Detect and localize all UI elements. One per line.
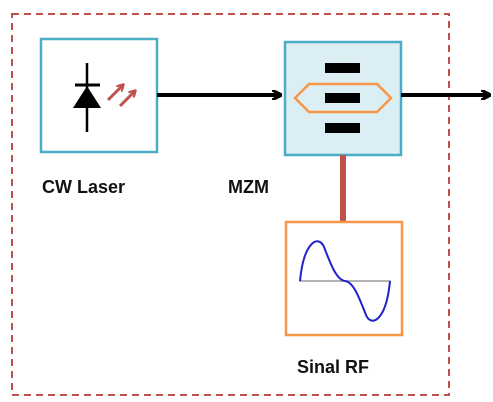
rf-source-label: Sinal RF [297, 357, 369, 377]
mach-zehnder-modulator-icon [293, 63, 393, 133]
laser-diode-icon [73, 63, 135, 132]
system-boundary [11, 13, 450, 396]
photon-arrow [106, 85, 123, 102]
mzm-block [283, 40, 403, 157]
cw-laser-box [39, 37, 159, 154]
sine-wave-icon [299, 240, 391, 322]
rf-source-block [284, 220, 404, 337]
cw-laser-label: CW Laser [42, 177, 125, 197]
cw-laser-block [39, 37, 159, 154]
rf-source-box [284, 220, 404, 337]
photon-arrow [118, 91, 135, 108]
mzm-label: MZM [228, 177, 269, 197]
